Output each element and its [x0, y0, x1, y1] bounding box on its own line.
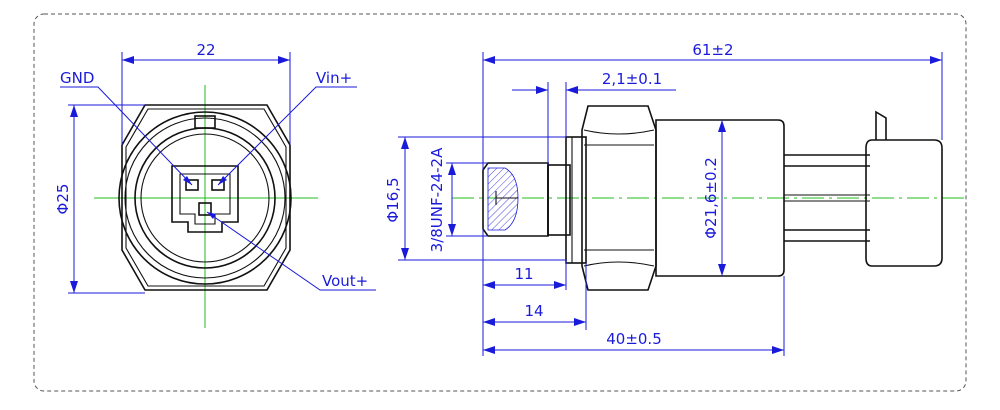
pin-gnd: [185, 179, 199, 191]
pin-vin: [211, 179, 225, 191]
label-vin: Vin+: [316, 69, 352, 87]
tip-hatched-section: [487, 167, 519, 231]
dim-216-arrow-bottom: [718, 264, 726, 276]
dim-40-arrow-right: [772, 346, 784, 354]
dim-21-arrow-left: [536, 86, 548, 94]
dim-216-arrow-top: [718, 120, 726, 132]
dim-61-text: 61±2: [692, 41, 733, 59]
drawing-frame: [33, 13, 967, 392]
hex-curve-top: [583, 129, 655, 135]
dim-61-arrow-left: [483, 56, 495, 64]
dim-21-text: 2,1±0.1: [602, 70, 662, 88]
hex-chamfer-line: [125, 108, 287, 287]
dim-11-arrow-right: [554, 281, 566, 289]
connector-latch: [875, 110, 887, 140]
dim-40-arrow-left: [483, 346, 495, 354]
dim-61-arrow-right: [930, 56, 942, 64]
hex-nut-outline: [121, 104, 291, 291]
vout-leader-arrow: [207, 212, 216, 219]
dim-165-arrow-top: [401, 137, 409, 149]
side-view: 61±2 2,1±0.1 Φ16,5 3/8UNF-24-2A Φ21,6±0.…: [384, 41, 968, 356]
dim-thread-arrow-top: [448, 163, 456, 175]
key-tab: [194, 115, 216, 129]
dim-165-arrow-bottom: [401, 248, 409, 260]
dim-22-arrow-right: [278, 56, 290, 64]
vin-leader-arrow: [218, 176, 227, 185]
dim-21-arrow-right: [566, 86, 578, 94]
dim-thread-arrow-bottom: [448, 224, 456, 236]
dim-11-arrow-left: [483, 281, 495, 289]
dim-165-text: Φ16,5: [384, 177, 402, 222]
dim-14-arrow-left: [483, 318, 495, 326]
main-body: [655, 119, 785, 277]
label-gnd: GND: [60, 69, 94, 87]
dim-thread-spec-text: 3/8UNF-24-2A: [428, 147, 446, 252]
dim-11-text: 11: [514, 265, 533, 283]
dim-22-arrow-left: [122, 56, 134, 64]
dim-25-arrow-bottom: [70, 281, 78, 293]
label-vout: Vout+: [322, 272, 368, 290]
connector-socket-inner: [179, 173, 231, 225]
gnd-leader: [60, 86, 193, 186]
pin-vout: [198, 202, 212, 216]
outer-circle: [118, 111, 292, 285]
vout-leader: [206, 211, 376, 291]
hex-curve-bottom: [583, 261, 655, 267]
front-view: GND Vin+ Vout+ 22 Φ25: [54, 41, 376, 328]
dim-14-text: 14: [524, 302, 543, 320]
gnd-leader-arrow: [183, 176, 192, 185]
dim-22-text: 22: [196, 41, 215, 59]
outer-circle-inner: [124, 117, 286, 279]
dim-25-text: Φ25: [54, 184, 72, 215]
connector-plug: [865, 139, 943, 267]
flange: [565, 136, 587, 264]
vin-leader: [217, 86, 357, 186]
dim-14-arrow-right: [574, 318, 586, 326]
connector-socket-outer: [171, 165, 239, 233]
hex-body-side: [581, 105, 657, 291]
connector-inner-circle: [140, 133, 270, 263]
thread-stem: [547, 164, 571, 236]
dim-25-arrow-top: [70, 105, 78, 117]
dim-216-text: Φ21,6±0.2: [702, 157, 720, 239]
dim-40-text: 40±0.5: [606, 330, 662, 348]
